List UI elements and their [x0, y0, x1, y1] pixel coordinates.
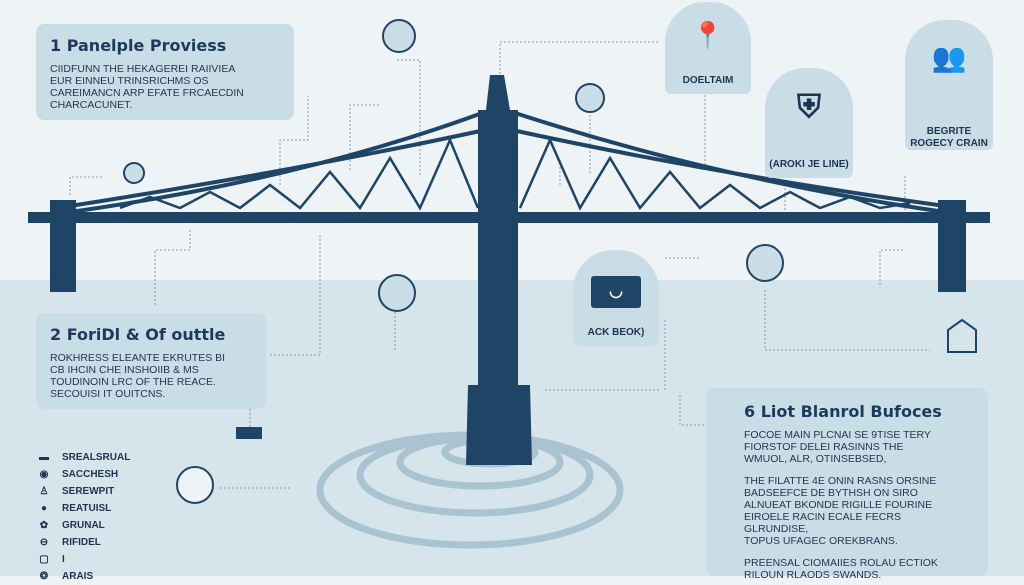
card-text: FOCOE MAIN PLCNAI SE 9TISE TERY FIORSTOF…: [744, 429, 931, 465]
small-icons: [123, 19, 977, 504]
legend-icon: ◉: [39, 469, 49, 480]
legend-label: RIFIDEL: [62, 537, 101, 548]
legend: ▬ SREALSRUAL ◉ SACCHESH ♙ SEREWPIT ● REATUIS…: [38, 449, 130, 585]
card-text: ROKHRESS ELEANTE EKRUTES BI CB IHCIN CHE…: [50, 352, 226, 400]
card-title: 2 ForiDl & Of outtle: [50, 325, 226, 344]
legend-label: I: [62, 554, 65, 565]
legend-item: ◉ SACCHESH: [38, 466, 130, 483]
badge-location: 📍 DOELTAIM: [665, 2, 751, 94]
badge-label: (AROKI JE LINE): [769, 159, 849, 170]
card-form-of-outline: 2 ForiDl & Of outtle ROKHRESS ELEANTE EK…: [36, 313, 266, 409]
legend-item: ❂ ARAIS: [38, 568, 130, 585]
legend-icon: ♙: [39, 486, 49, 497]
card-list-bridges: 6 Liot Blanrol Bufoces FOCOE MAIN PLCNAI…: [706, 388, 988, 581]
legend-item: ▢I: [38, 551, 130, 568]
badge-people: 👥 BEGRITE ROGECY CRAIN: [905, 20, 993, 150]
legend-icon: ⊖: [39, 537, 49, 548]
legend-label: SEREWPIT: [62, 486, 115, 497]
badge-label: ACK BEOK): [587, 327, 645, 338]
badge-label: DOELTAIM: [682, 75, 734, 86]
people-icon: 👥: [931, 42, 967, 73]
shield-icon: ⛨: [796, 88, 821, 124]
legend-icon: ▬: [39, 452, 49, 463]
card-text: THE FILATTE 4E ONIN RASNS ORSINE BADSEEF…: [744, 475, 937, 547]
legend-item: ⊖ RIFIDEL: [38, 534, 130, 551]
legend-label: SACCHESH: [62, 469, 119, 480]
card-title: 1 Panelple Proviess: [50, 36, 227, 55]
badge-shield: ⛨ (AROKI JE LINE): [765, 68, 853, 178]
legend-icon: ▢: [39, 554, 49, 565]
location-pin-icon: 📍: [691, 20, 725, 50]
camera-icon: ◡: [591, 276, 641, 308]
legend-item: ● REATUISL: [38, 500, 130, 517]
badge-camera: ◡ ACK BEOK): [573, 250, 659, 346]
card-principle-process: 1 Panelple Proviess CIIDFUNN THE HEKAGER…: [36, 24, 294, 120]
badge-label: BEGRITE ROGECY CRAIN: [910, 126, 988, 149]
legend-label: ARAIS: [62, 571, 94, 582]
legend-item: ♙ SEREWPIT: [38, 483, 130, 500]
legend-icon: ●: [40, 503, 48, 514]
bridge-truss: [69, 110, 946, 214]
card-text: CIIDFUNN THE HEKAGEREI RAIIVIEA EUR EINN…: [50, 63, 244, 111]
bridge: [28, 75, 990, 465]
card-text: PREENSAL CIOMAIIES ROLAU ECTIOK RILOUN R…: [744, 557, 938, 581]
legend-icon: ✿: [39, 520, 49, 531]
legend-icon: ❂: [39, 571, 49, 582]
legend-label: SREALSRUAL: [62, 452, 131, 463]
legend-item: ✿ GRUNAL: [38, 517, 130, 534]
legend-item: ▬ SREALSRUAL: [38, 449, 130, 466]
legend-label: REATUISL: [62, 503, 112, 514]
legend-label: GRUNAL: [62, 520, 105, 531]
card-title: 6 Liot Blanrol Bufoces: [744, 402, 942, 421]
